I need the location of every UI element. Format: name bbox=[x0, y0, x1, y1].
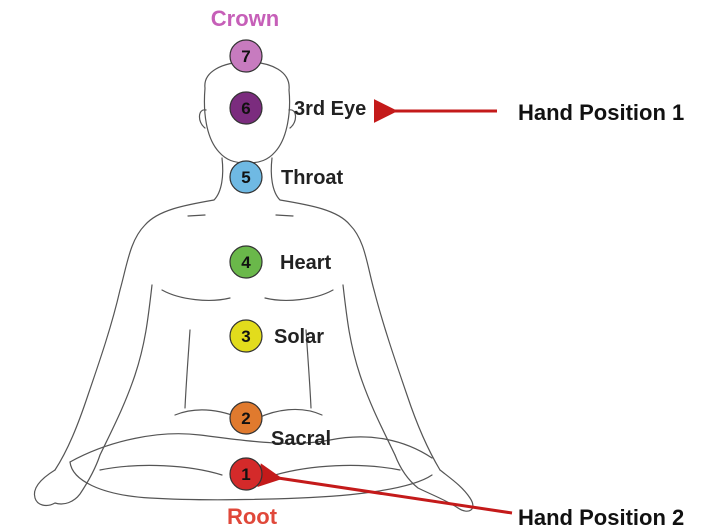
chakra-number: 2 bbox=[241, 409, 250, 428]
chakra-number: 7 bbox=[241, 47, 250, 66]
chakra-label-heart: Heart bbox=[280, 252, 331, 274]
chakra-number: 5 bbox=[241, 168, 250, 187]
chakra-3: 3 bbox=[230, 320, 262, 352]
hand-position-1-label: Hand Position 1 bbox=[518, 100, 684, 125]
chakra-label-3rd-eye: 3rd Eye bbox=[294, 98, 366, 120]
chakra-number: 6 bbox=[241, 99, 250, 118]
hand-position-2-arrow bbox=[278, 478, 512, 513]
hand-position-2-label: Hand Position 2 bbox=[518, 505, 684, 530]
chakra-label-sacral: Sacral bbox=[271, 428, 331, 450]
chakra-1: 1 bbox=[230, 458, 262, 490]
chakra-label-solar: Solar bbox=[274, 326, 324, 348]
chakra-7: 7 bbox=[230, 40, 262, 72]
chakra-number: 3 bbox=[241, 327, 250, 346]
chakra-5: 5 bbox=[230, 161, 262, 193]
chakra-6: 6 bbox=[230, 92, 262, 124]
chakra-label-throat: Throat bbox=[281, 167, 344, 189]
crown-title: Crown bbox=[211, 6, 279, 31]
root-title: Root bbox=[227, 504, 278, 529]
seated-figure-outline bbox=[34, 62, 472, 511]
chakra-2: 2 bbox=[230, 402, 262, 434]
chakra-number: 4 bbox=[241, 253, 251, 272]
chakra-4: 4 bbox=[230, 246, 262, 278]
chakra-number: 1 bbox=[241, 465, 250, 484]
